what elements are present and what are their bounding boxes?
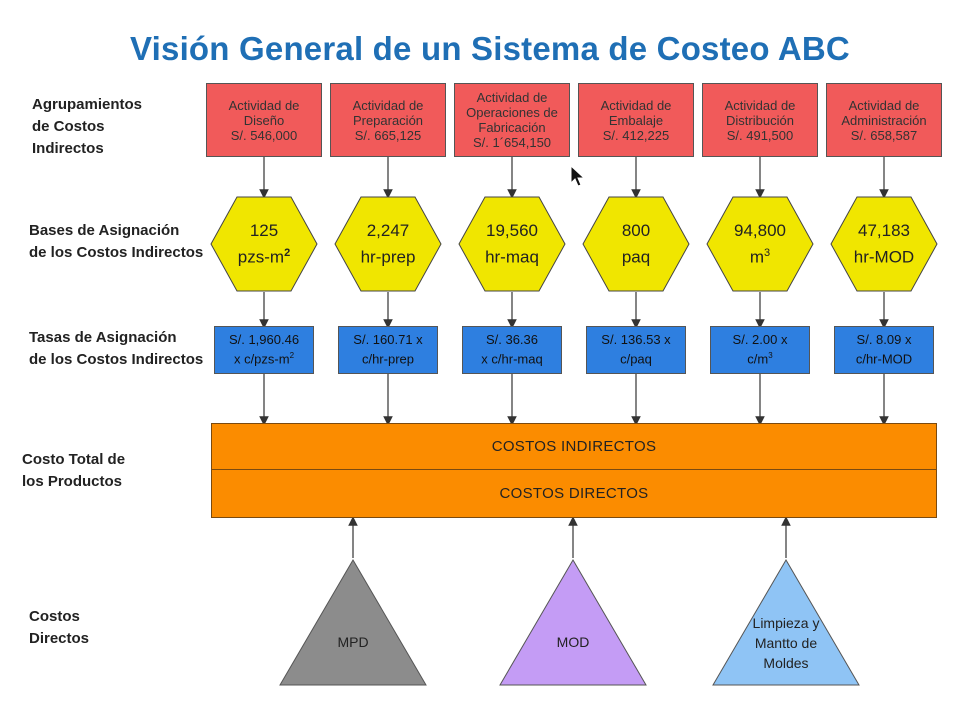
base-unit: m [749,247,765,267]
row-label-pools: Agrupamientos de Costos Indirectos [32,96,143,157]
activity-box-manufacturing: Actividad de Operaciones de Fabricación … [454,83,570,157]
base-unit: hr-maq [485,247,539,267]
row-label-rates: Tasas de Asignación de los Costos Indire… [29,329,204,368]
activity-text: Actividad de Distribución S/. 491,500 [724,97,796,143]
base-unit-sup: 3 [764,246,771,259]
base-value: 2,247 [366,220,410,240]
base-value: 94,800 [734,220,786,240]
activity-box-distribution: Actividad de Distribución S/. 491,500 [702,83,818,157]
triangle-molds [712,559,860,686]
activity-text: Actividad de Preparación S/. 665,125 [352,97,424,143]
activity-text: Actividad de Embalaje S/. 412,225 [600,97,672,143]
base-value: 800 [621,220,651,240]
base-unit: paq [621,247,651,267]
row-label-bases: Bases de Asignación de los Costos Indire… [29,222,204,261]
base-hexagon-manufacturing: 19,560 hr-maq [457,196,567,292]
triangle-label-mpd: MPD [337,634,369,650]
activity-box-design: Actividad de Diseño S/. 546,000 [206,83,322,157]
indirect-costs-bar: COSTOS INDIRECTOS [211,423,937,470]
activity-text: Actividad de Administración S/. 658,587 [841,97,927,143]
row-label-direct: Costos Directos [29,608,90,647]
base-unit: hr-MOD [853,247,915,267]
base-unit-sup: 2 [284,246,291,259]
base-hexagon-administration: 47,183 hr-MOD [829,196,939,292]
base-unit: pzs-m [237,247,285,267]
activity-text: Actividad de Operaciones de Fabricación … [466,90,558,150]
triangle-label-mod: MOD [556,634,590,650]
base-unit: hr-prep [360,247,416,267]
activity-box-administration: Actividad de Administración S/. 658,587 [826,83,942,157]
triangle-mod [499,559,647,686]
base-hexagon-setup: 2,247 hr-prep [333,196,443,292]
activity-box-setup: Actividad de Preparación S/. 665,125 [330,83,446,157]
triangle-mpd [279,559,427,686]
page-title: Visión General de un Sistema de Costeo A… [130,30,850,67]
base-value: 19,560 [486,220,538,240]
triangle-label-molds: Limpieza y Mantto de Moldes [752,615,820,671]
base-hexagon-distribution: 94,800 m3 [705,196,815,292]
base-value: 125 [249,220,279,240]
base-hexagon-packaging: 800 paq [581,196,691,292]
base-hexagon-design: 125 pzs-m2 [209,196,319,292]
base-value: 47,183 [858,220,910,240]
direct-costs-bar: COSTOS DIRECTOS [211,469,937,518]
activity-text: Actividad de Diseño S/. 546,000 [228,97,300,143]
row-label-total: Costo Total de los Productos [22,451,126,490]
mouse-cursor-icon [570,165,586,187]
activity-box-packaging: Actividad de Embalaje S/. 412,225 [578,83,694,157]
